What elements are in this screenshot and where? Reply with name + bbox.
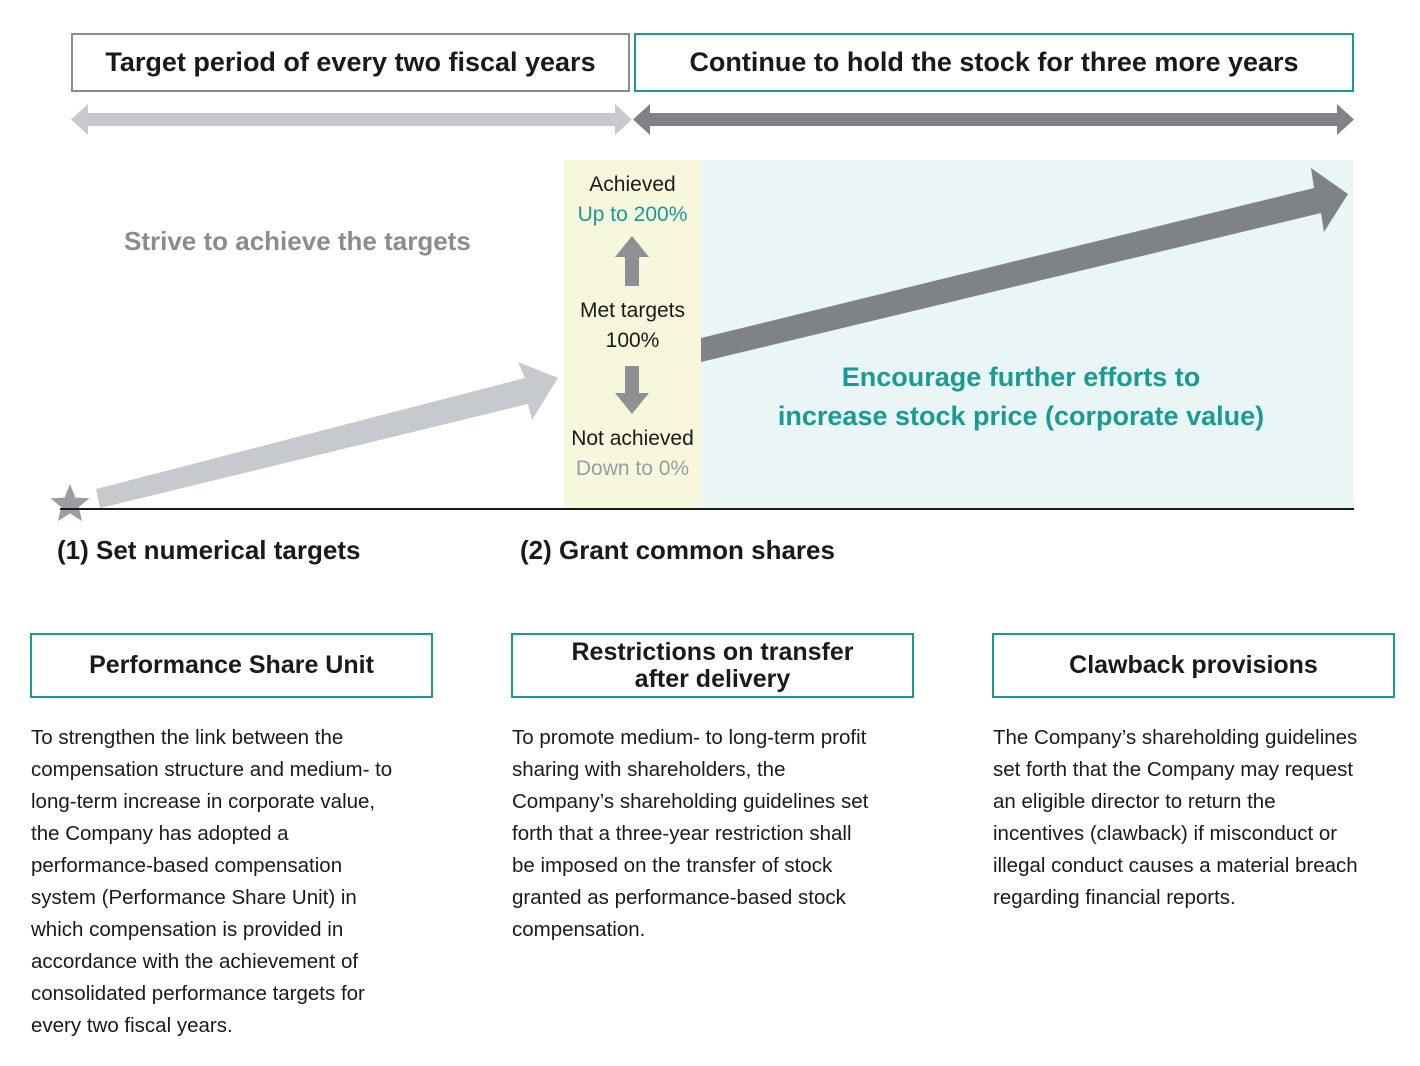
card-body-line: granted as performance-based stock (512, 886, 846, 909)
card-body-line: To promote medium- to long-term profit (512, 726, 867, 749)
target-period-box: Target period of every two fiscal years (71, 33, 630, 92)
card-body-line: long-term increase in corporate value, (31, 790, 376, 813)
achieved-value: Up to 200% (577, 203, 688, 226)
card-title-clawback: Clawback provisions (992, 633, 1395, 698)
card-body-line: illegal conduct causes a material breach (993, 854, 1358, 877)
card-body-line: Company’s shareholding guidelines set (512, 790, 869, 813)
evaluation-zone (564, 160, 701, 509)
achieved-label: Achieved (589, 173, 676, 196)
strive-arrow (96, 362, 558, 508)
card-body-line: performance-based compensation (31, 854, 343, 877)
card-title-restrictions: Restrictions on transfer after delivery (511, 633, 914, 698)
hold-period-arrow (633, 104, 1354, 135)
encourage-line-1: Encourage further efforts to (841, 362, 1201, 392)
card-body-line: To strengthen the link between the (31, 726, 344, 749)
not-achieved-label: Not achieved (571, 427, 694, 450)
target-period-arrow (71, 104, 632, 135)
card-body-line: regarding financial reports. (993, 886, 1236, 909)
card-body-line: an eligible director to return the (993, 790, 1276, 813)
star-icon (50, 484, 90, 522)
card-body-line: the Company has adopted a (31, 822, 289, 845)
step-1-label: (1) Set numerical targets (57, 535, 361, 565)
card-body-line: compensation structure and medium- to (31, 758, 393, 781)
strive-label: Strive to achieve the targets (124, 226, 471, 256)
card-body-psu: To strengthen the link between the compe… (31, 722, 392, 1042)
card-body-line: The Company’s shareholding guidelines (993, 726, 1358, 749)
card-title-restrictions-line-1: Restrictions on transfer (571, 637, 854, 666)
growth-arrow (701, 168, 1348, 362)
card-title-psu: Performance Share Unit (30, 633, 433, 698)
card-body-line: which compensation is provided in (31, 918, 344, 941)
card-title-clawback-text: Clawback provisions (1069, 651, 1318, 679)
card-body-restrictions: To promote medium- to long-term profit s… (512, 722, 868, 946)
met-targets-value: 100% (605, 329, 660, 352)
met-targets-label: Met targets (579, 299, 686, 322)
step-2-label: (2) Grant common shares (520, 535, 835, 565)
encourage-line-2: increase stock price (corporate value) (777, 401, 1265, 431)
card-body-line: accordance with the achievement of (31, 950, 359, 973)
down-arrow-icon (615, 366, 649, 414)
target-period-label: Target period of every two fiscal years (105, 47, 596, 77)
card-title-psu-text: Performance Share Unit (89, 651, 374, 679)
card-body-line: compensation. (512, 918, 646, 941)
hold-period-label: Continue to hold the stock for three mor… (689, 47, 1299, 77)
card-body-line: be imposed on the transfer of stock (512, 854, 833, 877)
not-achieved-value: Down to 0% (575, 457, 690, 480)
card-title-restrictions-line-2: after delivery (634, 664, 791, 693)
card-body-line: sharing with shareholders, the (512, 758, 786, 781)
card-body-line: consolidated performance targets for (31, 982, 365, 1005)
card-body-line: forth that a three-year restriction shal… (512, 822, 852, 845)
timeline-baseline (60, 508, 1354, 510)
card-body-line: incentives (clawback) if misconduct or (993, 822, 1338, 845)
card-body-clawback: The Company’s shareholding guidelines se… (993, 722, 1358, 914)
encourage-text: Encourage further efforts to increase st… (701, 358, 1341, 436)
card-body-line: system (Performance Share Unit) in (31, 886, 357, 909)
card-body-line: set forth that the Company may request (993, 758, 1354, 781)
hold-period-box: Continue to hold the stock for three mor… (634, 33, 1354, 92)
up-arrow-icon (615, 236, 649, 286)
card-body-line: every two fiscal years. (31, 1014, 233, 1037)
